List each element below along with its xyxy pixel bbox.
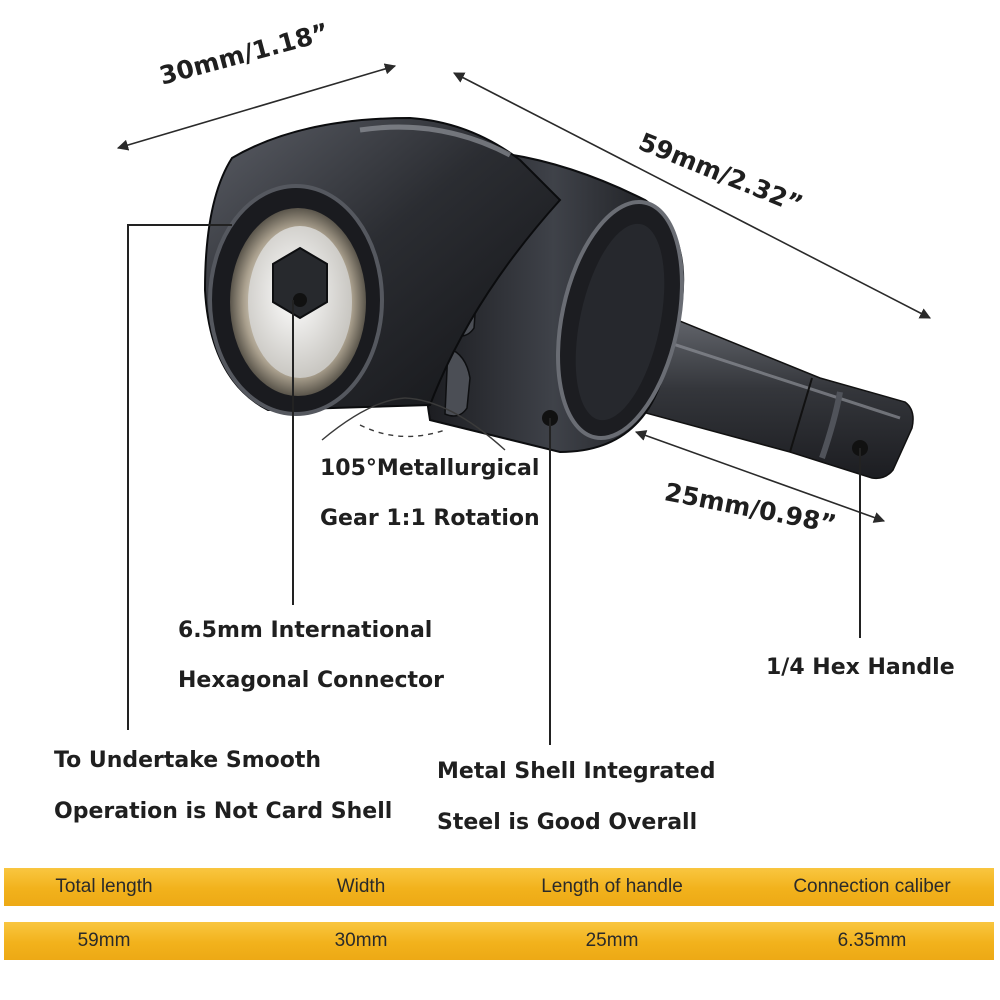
- hex-socket-icon: [272, 246, 328, 320]
- spec-header-connection-caliber: Connection caliber: [793, 876, 951, 897]
- hex-connector-callout: 6.5mm International Hexagonal Connector: [178, 620, 444, 692]
- gear-callout-line: Gear 1:1 Rotation: [320, 506, 540, 531]
- gear-callout-line: 105°Metallurgical: [320, 456, 540, 481]
- length-dimension-arrow: [453, 72, 931, 319]
- hex-connector-callout-line: 6.5mm International: [178, 618, 433, 643]
- spec-value-connection-caliber: 6.35mm: [837, 930, 907, 951]
- smooth-callout-line: To Undertake Smooth: [54, 748, 322, 773]
- spec-value-handle-length: 25mm: [585, 930, 639, 951]
- spec-header-handle-length: Length of handle: [541, 876, 683, 897]
- spec-value-width: 30mm: [334, 930, 388, 951]
- smooth-callout-line: Operation is Not Card Shell: [54, 799, 393, 824]
- smooth-operation-callout: To Undertake Smooth Operation is Not Car…: [54, 750, 392, 823]
- hex-connector-callout-line: Hexagonal Connector: [178, 668, 444, 693]
- spec-header-row: Total length Width Length of handle Conn…: [4, 868, 994, 906]
- hex-handle-callout: 1/4 Hex Handle: [766, 655, 955, 680]
- gear-callout: 105°Metallurgical Gear 1:1 Rotation: [320, 458, 540, 530]
- width-dimension-arrow: [116, 63, 397, 151]
- rotation-arc: [321, 397, 406, 441]
- handle-dimension-arrow: [634, 430, 886, 523]
- spec-header-width: Width: [336, 876, 386, 897]
- metal-shell-callout: Metal Shell Integrated Steel is Good Ove…: [437, 761, 715, 834]
- shell-callout-line: Metal Shell Integrated: [437, 759, 716, 784]
- smooth-leader: [127, 224, 232, 730]
- shell-callout-line: Steel is Good Overall: [437, 810, 698, 835]
- spec-value-row: 59mm 30mm 25mm 6.35mm: [4, 922, 994, 960]
- spec-header-total-length: Total length: [55, 876, 153, 897]
- spec-value-total-length: 59mm: [77, 930, 131, 951]
